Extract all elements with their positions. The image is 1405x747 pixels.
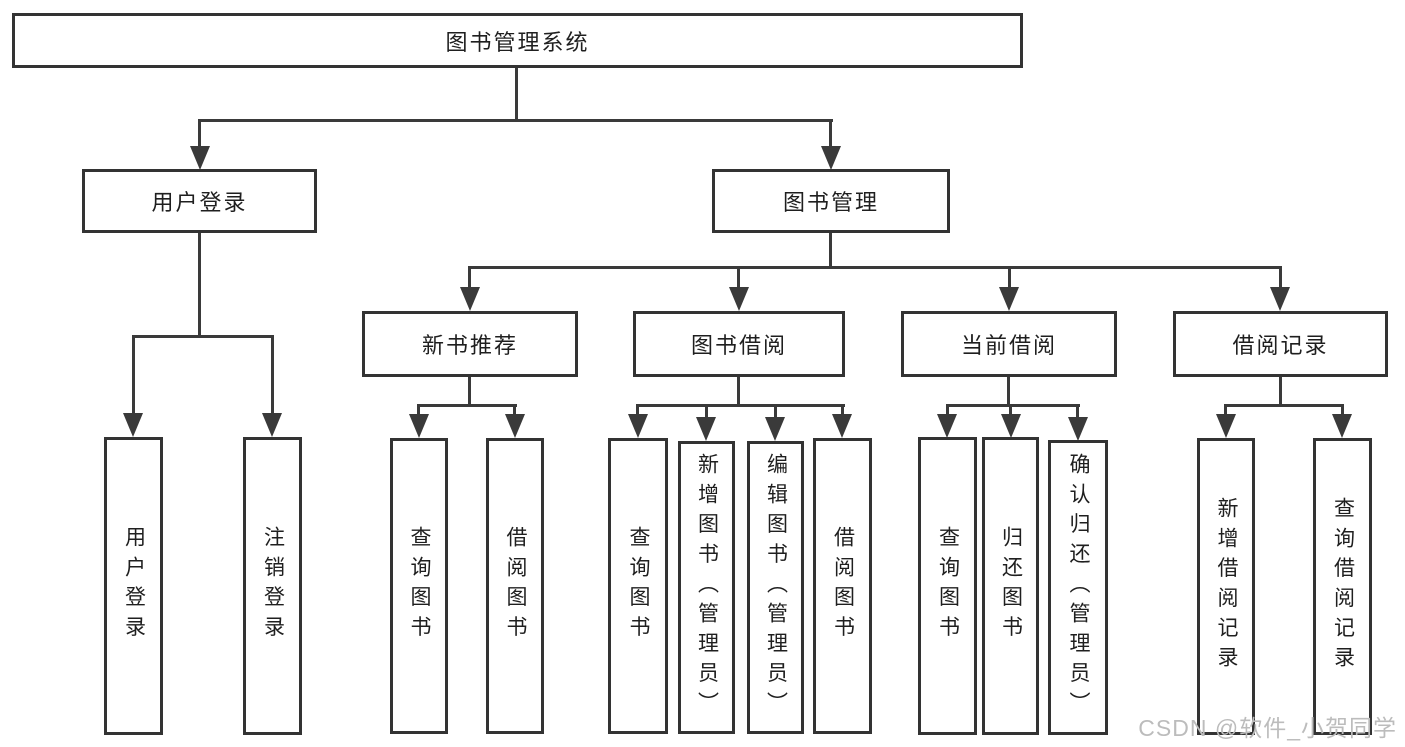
arrow-down-icon	[937, 414, 957, 438]
arrow-down-icon	[505, 414, 525, 438]
node-book-borrow: 图书借阅	[633, 311, 845, 377]
arrow-down-icon	[1068, 417, 1088, 441]
connector-book-borrow-bus	[636, 404, 845, 407]
arrow-down-icon	[409, 414, 429, 438]
connector-user-login-drop-2	[271, 335, 274, 415]
leaf-borrow-book-recommend: 借阅图书	[486, 438, 544, 734]
connector-book-borrow-stem	[737, 377, 740, 407]
leaf-add-book-admin: 新增图书（管理员）	[678, 441, 735, 734]
node-current-borrow: 当前借阅	[901, 311, 1117, 377]
connector-book-borrow-drop-1	[636, 404, 639, 416]
leaf-logout: 注销登录	[243, 437, 302, 735]
connector-book-management-stem	[829, 233, 832, 269]
arrow-down-icon	[1001, 414, 1021, 438]
connector-new-book-drop-2	[513, 404, 516, 416]
connector-drop-borrow-record	[1279, 266, 1282, 290]
arrow-down-icon	[628, 414, 648, 438]
connector-root-stem	[515, 68, 518, 121]
arrow-down-icon	[765, 417, 785, 441]
node-borrow-record: 借阅记录	[1173, 311, 1388, 377]
leaf-confirm-return-admin: 确认归还（管理员）	[1048, 440, 1108, 735]
connector-drop-current-borrow	[1008, 266, 1011, 290]
node-book-management: 图书管理	[712, 169, 950, 233]
connector-root-drop-user-login	[198, 119, 201, 149]
connector-root-drop-book-management	[829, 119, 832, 149]
connector-drop-book-borrow	[737, 266, 740, 290]
leaf-user-login: 用户登录	[104, 437, 163, 735]
leaf-edit-book-admin: 编辑图书（管理员）	[747, 441, 804, 734]
leaf-query-book-borrow: 查询图书	[608, 438, 668, 734]
arrow-down-icon	[262, 413, 282, 437]
connector-drop-new-book	[468, 266, 471, 290]
arrow-down-icon	[832, 414, 852, 438]
connector-user-login-stem	[198, 233, 201, 338]
connector-book-management-bus	[468, 266, 1282, 269]
arrow-down-icon	[696, 417, 716, 441]
arrow-down-icon	[460, 287, 480, 311]
leaf-query-book-current: 查询图书	[918, 437, 977, 735]
arrow-down-icon	[123, 413, 143, 437]
connector-current-borrow-stem	[1007, 377, 1010, 407]
connector-book-borrow-drop-2	[705, 404, 708, 419]
arrow-down-icon	[1216, 414, 1236, 438]
connector-borrow-record-bus	[1224, 404, 1344, 407]
arrow-down-icon	[1332, 414, 1352, 438]
connector-borrow-record-drop-1	[1224, 404, 1227, 416]
leaf-return-book: 归还图书	[982, 437, 1039, 735]
connector-new-book-bus	[417, 404, 517, 407]
connector-borrow-record-stem	[1279, 377, 1282, 407]
arrow-down-icon	[1270, 287, 1290, 311]
connector-current-borrow-drop-2	[1009, 404, 1012, 416]
connector-book-borrow-drop-4	[841, 404, 844, 416]
connector-user-login-drop-1	[132, 335, 135, 415]
connector-current-borrow-bus	[946, 404, 1080, 407]
connector-current-borrow-drop-3	[1076, 404, 1079, 419]
connector-new-book-drop-1	[417, 404, 420, 416]
leaf-query-borrow-record: 查询借阅记录	[1313, 438, 1372, 735]
connector-borrow-record-drop-2	[1341, 404, 1344, 416]
node-root-system: 图书管理系统	[12, 13, 1023, 68]
leaf-query-book-recommend: 查询图书	[390, 438, 448, 734]
leaf-add-borrow-record: 新增借阅记录	[1197, 438, 1255, 735]
node-new-book-recommend: 新书推荐	[362, 311, 578, 377]
connector-root-bus	[198, 119, 833, 122]
connector-book-borrow-drop-3	[774, 404, 777, 419]
arrow-down-icon	[999, 287, 1019, 311]
arrow-down-icon	[190, 146, 210, 170]
connector-current-borrow-drop-1	[946, 404, 949, 416]
node-user-login: 用户登录	[82, 169, 317, 233]
arrow-down-icon	[729, 287, 749, 311]
leaf-borrow-book: 借阅图书	[813, 438, 872, 734]
arrow-down-icon	[821, 146, 841, 170]
connector-new-book-stem	[468, 377, 471, 407]
connector-user-login-bus	[132, 335, 274, 338]
csdn-watermark: CSDN @软件_小贺同学	[1138, 715, 1397, 741]
